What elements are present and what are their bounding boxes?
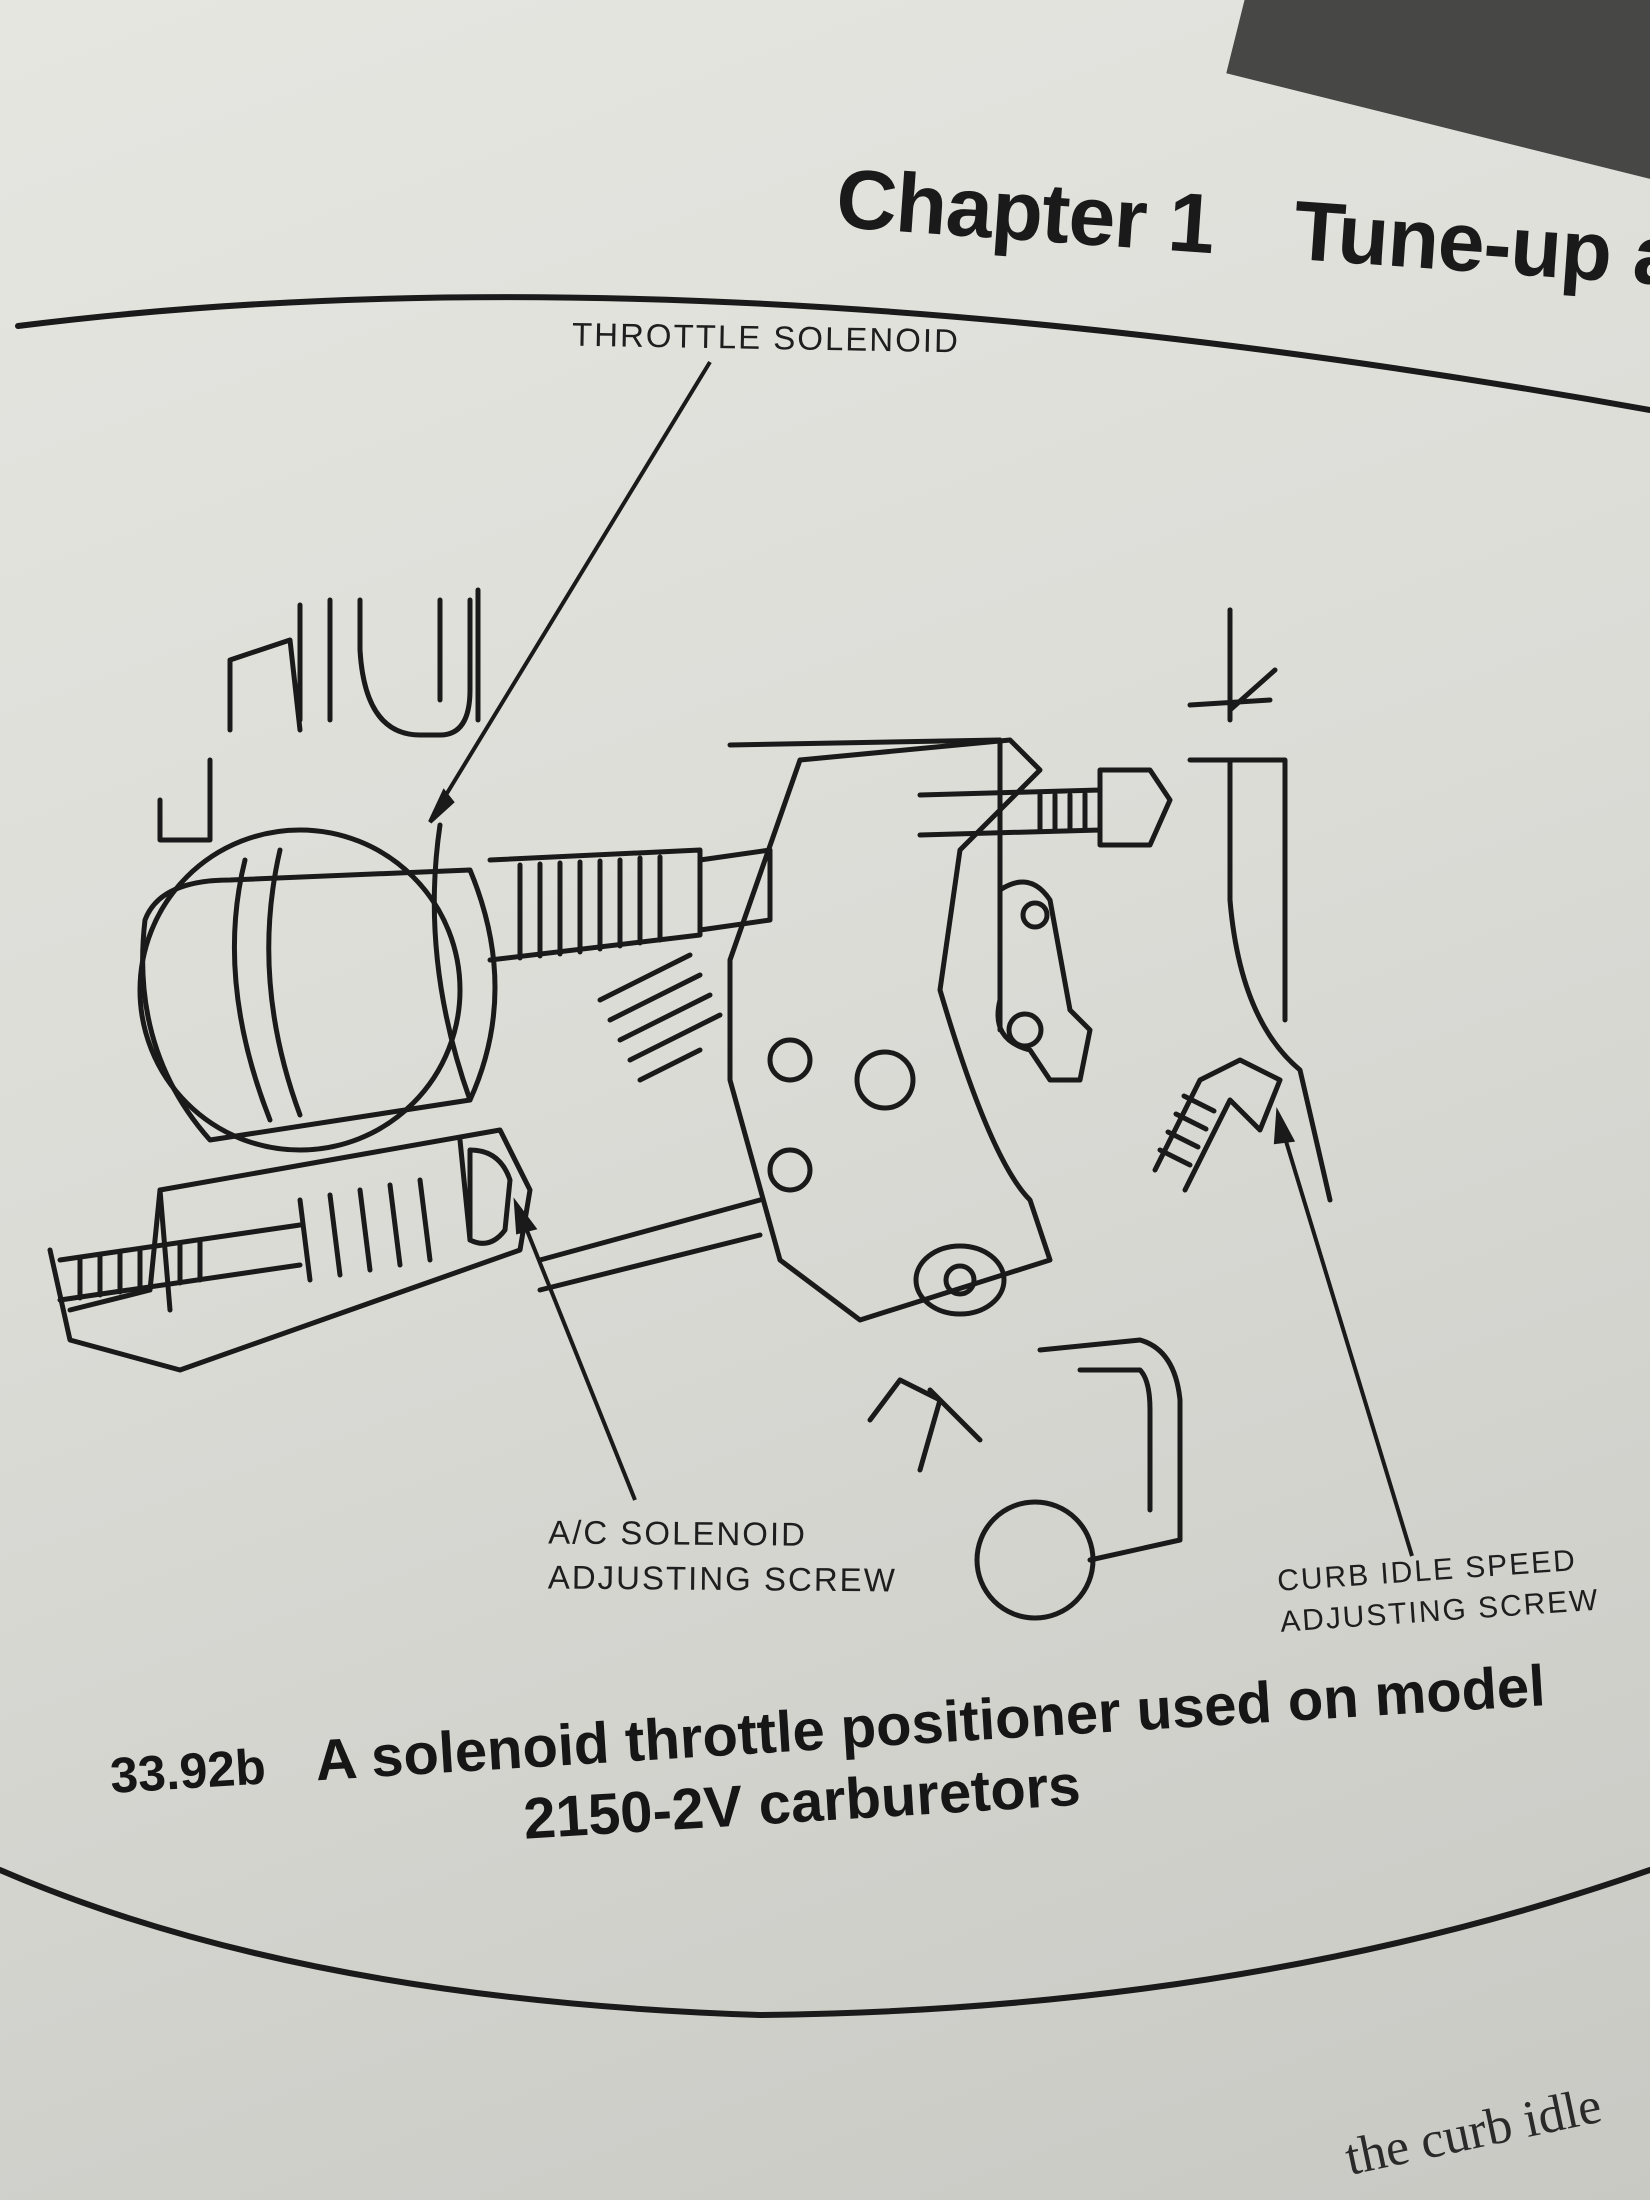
ac-locknut xyxy=(467,1147,513,1246)
upper-screw xyxy=(917,767,1173,848)
curb-idle-screw xyxy=(1152,1057,1283,1193)
spring-coil xyxy=(597,952,723,1083)
solenoid-body xyxy=(137,827,463,1153)
throttle-solenoid-leader xyxy=(436,360,712,810)
plate-slot xyxy=(913,1243,1007,1317)
linkage-bracket xyxy=(995,879,1093,1083)
upper-screw-threads xyxy=(1037,791,1088,833)
ball-stud xyxy=(974,1499,1096,1621)
plate-slot-pin xyxy=(943,1263,977,1297)
solenoid-cylinder xyxy=(140,867,498,1143)
ac-solenoid-leader xyxy=(520,1217,637,1501)
upper-right-link xyxy=(1227,607,1278,713)
throttle-solenoid-arrowhead xyxy=(428,788,455,824)
curb-idle-arrowhead xyxy=(1273,1106,1296,1145)
ac-solenoid-arrowhead xyxy=(513,1197,538,1235)
solenoid-threaded-plunger xyxy=(487,847,773,963)
plunger-threads xyxy=(517,854,663,961)
linkage-hole-1 xyxy=(1020,900,1050,930)
plate-hole-1 xyxy=(767,1037,813,1083)
curb-idle-threads xyxy=(1157,1093,1217,1168)
ac-solenoid-label-line2: ADJUSTING SCREW xyxy=(547,1558,897,1599)
throttle-solenoid-label: THROTTLE SOLENOID xyxy=(571,315,961,360)
caption-rule xyxy=(0,1867,1650,2018)
figure-number: 33.92b xyxy=(108,1738,268,1804)
plate-pivot xyxy=(854,1049,916,1111)
ac-solenoid-label-line1: A/C SOLENOID xyxy=(548,1513,808,1553)
throttle-rod xyxy=(537,1197,763,1293)
plate-hole-2 xyxy=(767,1147,813,1193)
left-housing xyxy=(157,637,303,843)
throttle-lever-plate xyxy=(727,737,1053,1323)
solenoid-bands xyxy=(231,822,473,1123)
ac-screw-threads xyxy=(77,1237,203,1301)
curb-idle-leader xyxy=(1280,1127,1414,1557)
lower-clip xyxy=(867,1377,983,1473)
ac-spring xyxy=(297,1177,433,1283)
intake-neck xyxy=(297,587,481,738)
ac-bracket xyxy=(47,1127,533,1373)
ac-solenoid-label: A/C SOLENOID ADJUSTING SCREW xyxy=(548,1510,898,1602)
linkage-arm xyxy=(1037,1337,1183,1563)
header-rule xyxy=(15,294,1650,413)
linkage-hole-2 xyxy=(1006,1011,1044,1049)
